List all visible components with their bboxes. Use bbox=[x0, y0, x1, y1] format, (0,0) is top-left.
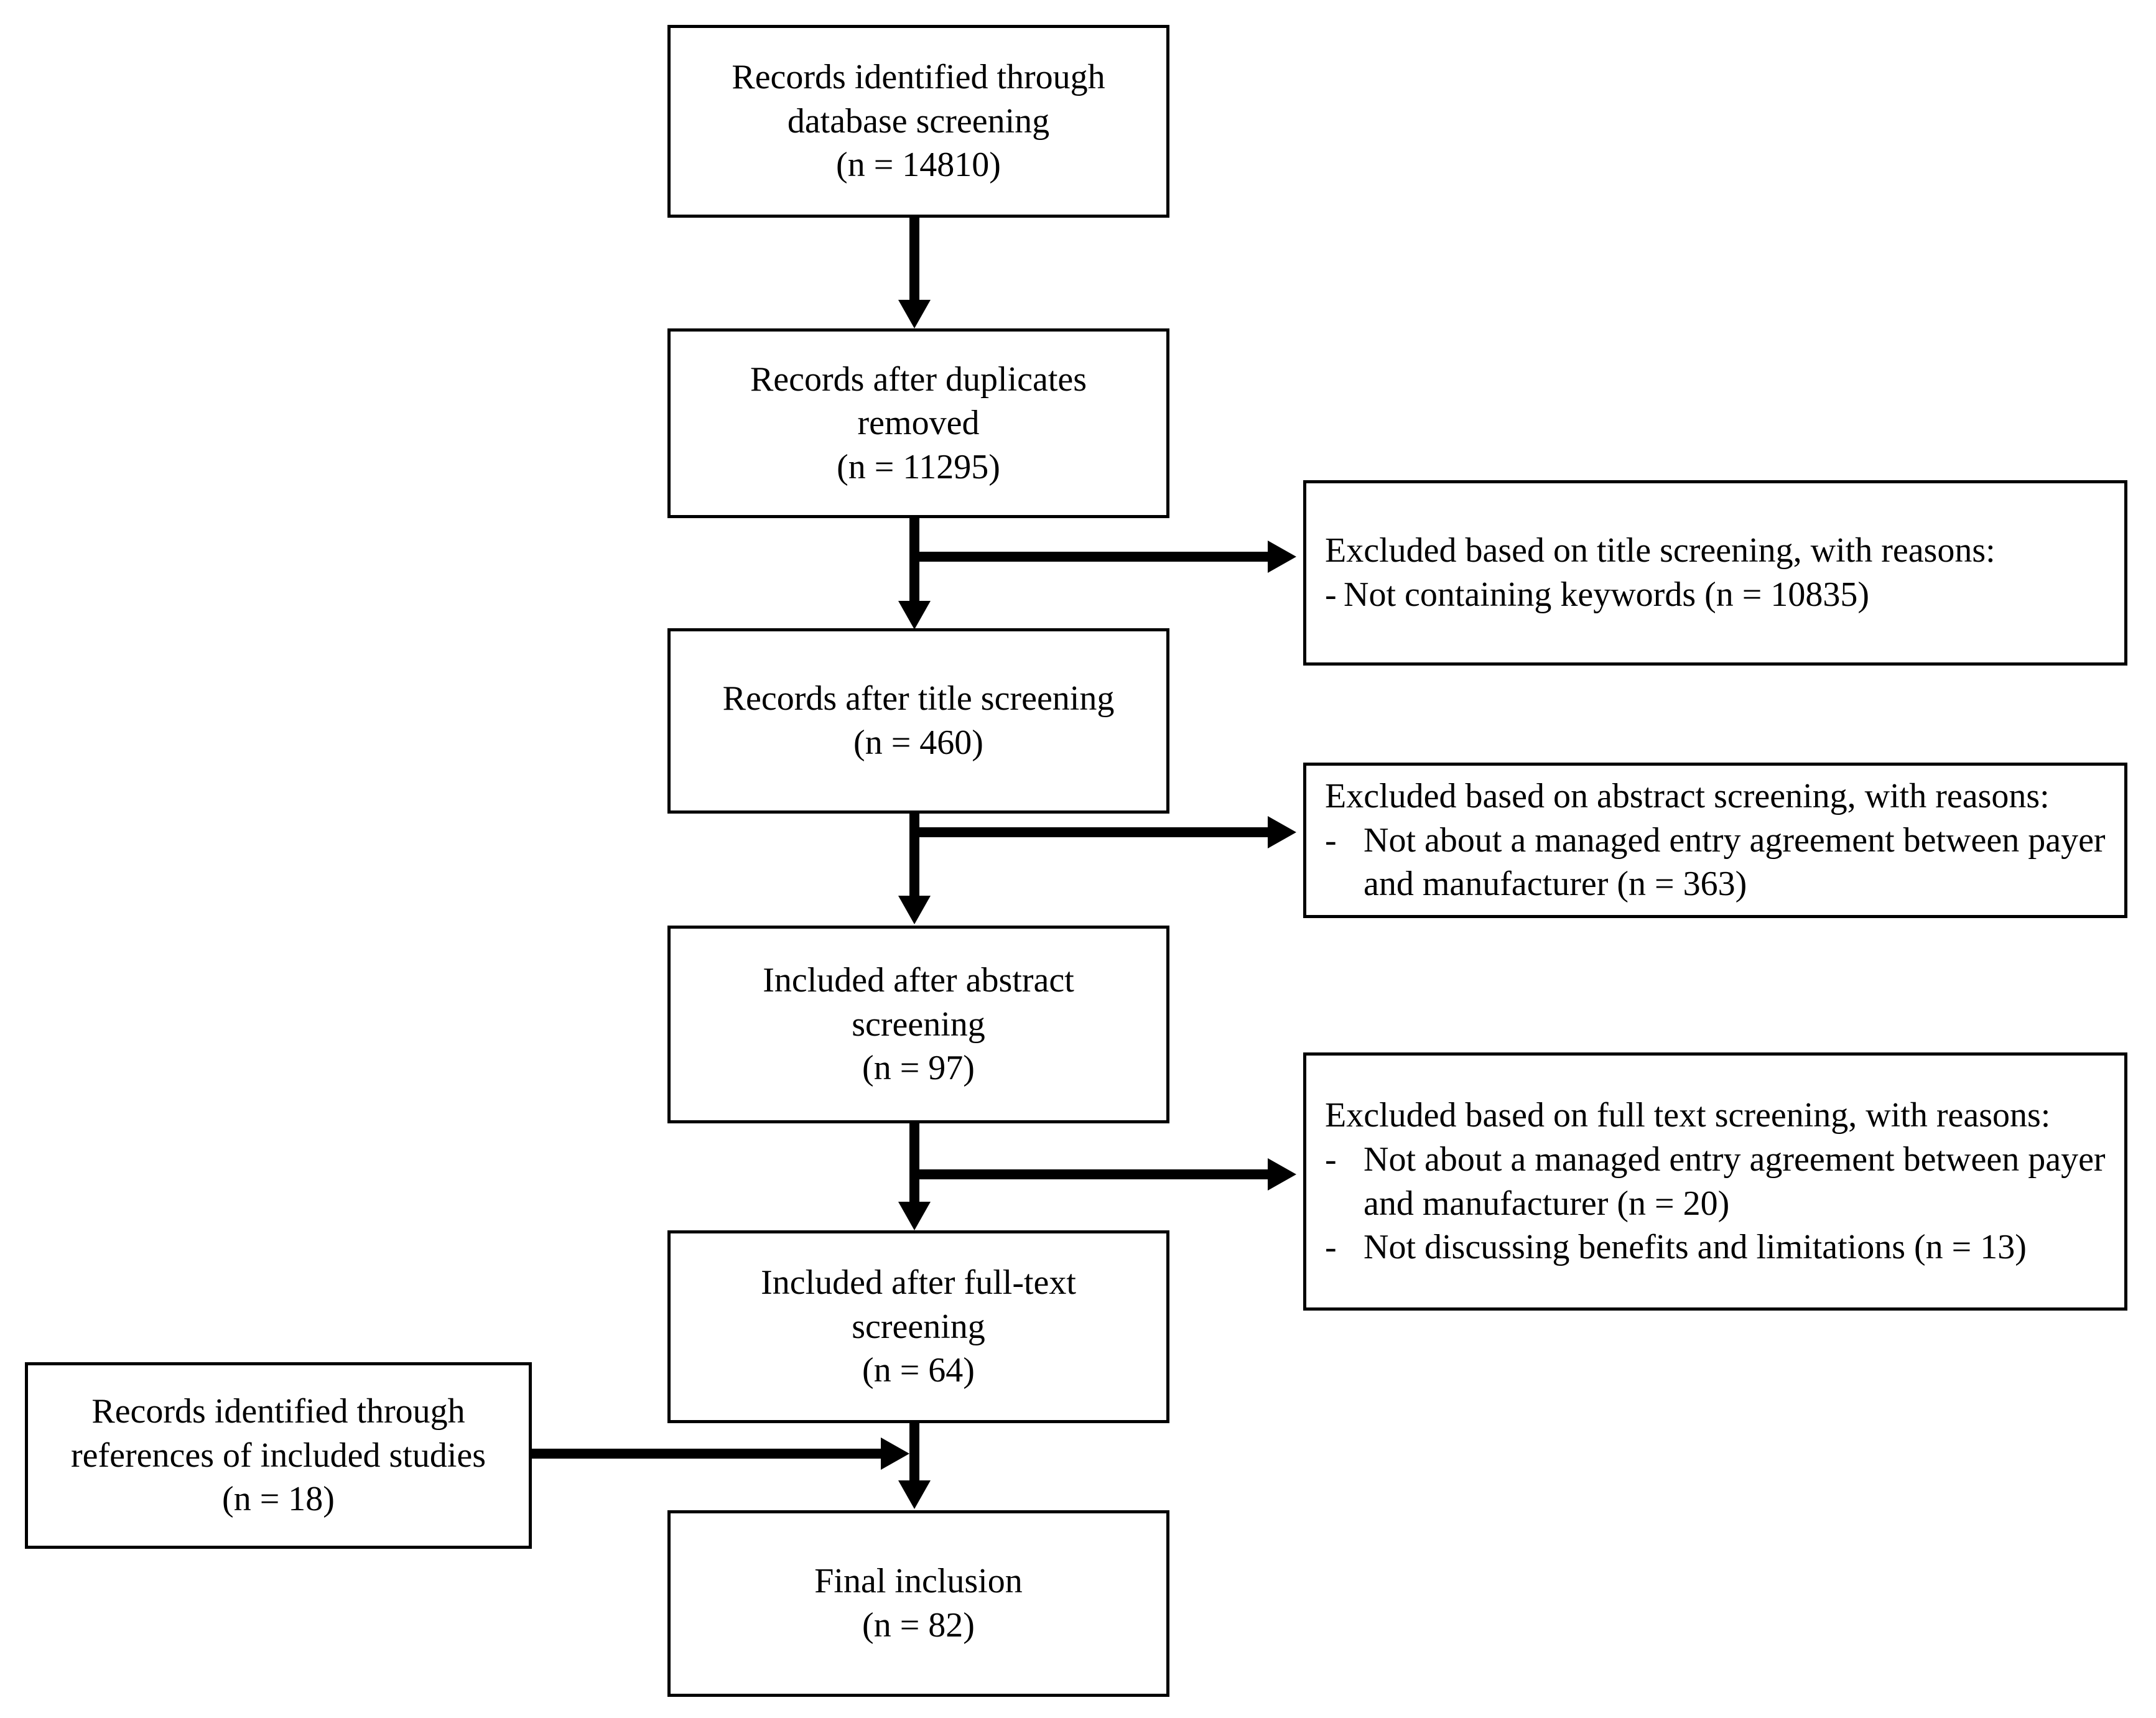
node-line: Records identified through bbox=[91, 1392, 465, 1431]
node-count: (n = 64) bbox=[862, 1351, 975, 1390]
exclusion-reason-item: - Not discussing benefits and limitation… bbox=[1325, 1225, 2106, 1270]
arrow-right-icon-title-to-abstract-exclusion bbox=[1268, 816, 1296, 848]
arrow-right-icon-abstract-to-fulltext-exclusion bbox=[1268, 1158, 1296, 1191]
node-count: (n = 14810) bbox=[836, 146, 1001, 185]
node-line: screening bbox=[852, 1307, 985, 1346]
connector-line-references-to-final bbox=[532, 1449, 886, 1459]
arrow-down-icon-title-to-abstract bbox=[898, 896, 931, 924]
bullet-dash-icon: - bbox=[1325, 575, 1337, 614]
connector-line-identified-to-duplicates bbox=[909, 218, 919, 302]
bullet-dash-icon: - bbox=[1325, 1228, 1337, 1267]
arrow-down-icon-fulltext-to-final bbox=[898, 1480, 931, 1509]
node-line: screening bbox=[852, 1005, 985, 1044]
exclusion-heading: Excluded based on title screening, with … bbox=[1325, 531, 1996, 570]
node-records-after-duplicates: Records after duplicates removed (n = 11… bbox=[667, 328, 1169, 518]
arrow-right-icon-references-to-final bbox=[881, 1437, 909, 1470]
node-records-identified-database: Records identified through database scre… bbox=[667, 25, 1169, 218]
node-count: (n = 82) bbox=[862, 1606, 975, 1645]
node-line: Records after title screening bbox=[722, 679, 1115, 718]
node-text-block: Records after duplicates removed (n = 11… bbox=[671, 358, 1166, 490]
node-text-block: Records identified through database scre… bbox=[671, 55, 1166, 187]
exclusion-box-abstract-screening: Excluded based on abstract screening, wi… bbox=[1303, 763, 2127, 918]
connector-line-abstract-to-fulltext bbox=[909, 1123, 919, 1204]
connector-line-fulltext-to-final bbox=[909, 1423, 919, 1483]
node-count: (n = 460) bbox=[853, 723, 983, 762]
node-count: (n = 97) bbox=[862, 1049, 975, 1088]
arrow-down-icon-duplicates-to-title bbox=[898, 601, 931, 629]
node-count: (n = 18) bbox=[222, 1480, 335, 1519]
node-line: Included after abstract bbox=[763, 961, 1074, 1000]
exclusion-reason-text: Not about a managed entry agreement betw… bbox=[1364, 820, 2106, 904]
arrow-down-icon-abstract-to-fulltext bbox=[898, 1202, 931, 1230]
node-records-identified-references: Records identified through references of… bbox=[25, 1362, 532, 1549]
bullet-dash-icon: - bbox=[1325, 820, 1337, 860]
node-text-block: Final inclusion (n = 82) bbox=[671, 1559, 1166, 1647]
node-text-block: Included after abstract screening (n = 9… bbox=[671, 959, 1166, 1090]
node-text-block: Records identified through references of… bbox=[28, 1390, 529, 1521]
node-final-inclusion: Final inclusion (n = 82) bbox=[667, 1510, 1169, 1697]
node-line: Included after full-text bbox=[761, 1263, 1076, 1302]
exclusion-heading: Excluded based on full text screening, w… bbox=[1325, 1096, 2051, 1135]
node-included-after-abstract: Included after abstract screening (n = 9… bbox=[667, 926, 1169, 1123]
node-line: database screening bbox=[787, 101, 1050, 141]
exclusion-reason-item: - Not about a managed entry agreement be… bbox=[1325, 819, 2106, 906]
connector-line-title-to-abstract bbox=[909, 814, 919, 898]
exclusion-text-block: Excluded based on title screening, with … bbox=[1306, 529, 2124, 616]
arrow-down-icon-identified-to-duplicates bbox=[898, 300, 931, 328]
node-line: references of included studies bbox=[70, 1436, 486, 1475]
node-included-after-fulltext: Included after full-text screening (n = … bbox=[667, 1230, 1169, 1423]
exclusion-reason-text: Not containing keywords (n = 10835) bbox=[1344, 575, 1870, 614]
node-text-block: Records after title screening (n = 460) bbox=[671, 677, 1166, 764]
exclusion-reason-item: - Not containing keywords (n = 10835) bbox=[1325, 573, 2106, 617]
connector-line-duplicates-to-title-exclusion bbox=[909, 552, 1270, 562]
bullet-dash-icon: - bbox=[1325, 1140, 1337, 1179]
exclusion-text-block: Excluded based on full text screening, w… bbox=[1306, 1093, 2124, 1269]
exclusion-heading: Excluded based on abstract screening, wi… bbox=[1325, 777, 2050, 816]
node-count: (n = 11295) bbox=[837, 447, 1000, 486]
node-records-after-title-screening: Records after title screening (n = 460) bbox=[667, 628, 1169, 814]
node-line: Records after duplicates bbox=[750, 360, 1087, 399]
node-text-block: Included after full-text screening (n = … bbox=[671, 1261, 1166, 1393]
node-line: removed bbox=[857, 404, 980, 443]
exclusion-reason-text: Not about a managed entry agreement betw… bbox=[1364, 1140, 2106, 1223]
exclusion-reason-text: Not discussing benefits and limitations … bbox=[1364, 1228, 2027, 1267]
connector-line-abstract-to-fulltext-exclusion bbox=[909, 1169, 1270, 1179]
node-line: Records identified through bbox=[732, 58, 1105, 97]
connector-line-title-to-abstract-exclusion bbox=[909, 827, 1270, 837]
exclusion-box-fulltext-screening: Excluded based on full text screening, w… bbox=[1303, 1052, 2127, 1311]
arrow-right-icon-duplicates-to-title-exclusion bbox=[1268, 541, 1296, 573]
exclusion-box-title-screening: Excluded based on title screening, with … bbox=[1303, 480, 2127, 666]
exclusion-text-block: Excluded based on abstract screening, wi… bbox=[1306, 774, 2124, 906]
node-line: Final inclusion bbox=[814, 1562, 1023, 1601]
exclusion-reason-item: - Not about a managed entry agreement be… bbox=[1325, 1138, 2106, 1225]
